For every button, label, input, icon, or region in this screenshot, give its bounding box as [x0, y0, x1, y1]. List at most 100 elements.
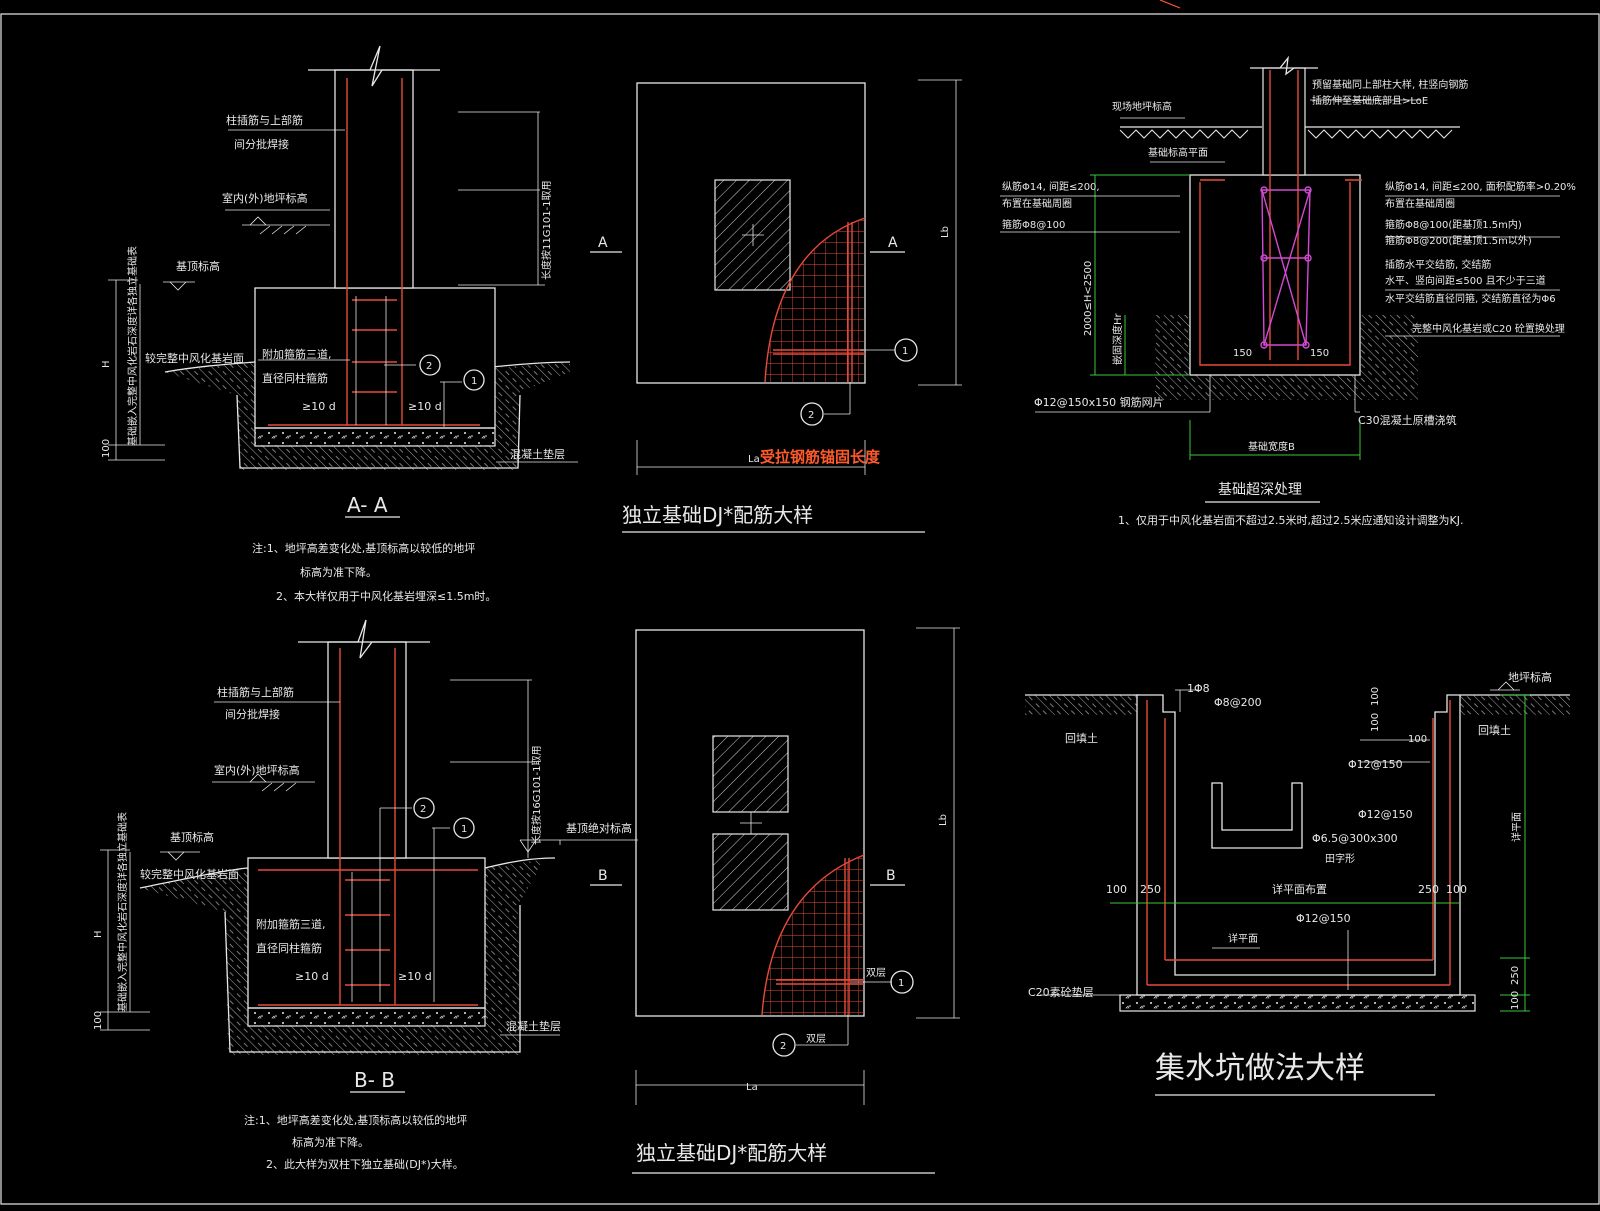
- deep-dim-150a: 150: [1233, 348, 1252, 359]
- plan-b: [590, 627, 960, 1174]
- aa-cushion: 混凝土垫层: [510, 447, 565, 461]
- plan-b-cut-right: B: [886, 868, 896, 884]
- deep-note-top-2: 插筋伸至基础底部且>LoE: [1312, 94, 1428, 107]
- plan-b-callout-2: 2: [780, 1041, 786, 1052]
- deep-ground-level: 现场地坪标高: [1112, 100, 1172, 113]
- aa-h-label: H: [101, 360, 112, 368]
- aa-rebar-note-2: 间分批焊接: [234, 137, 289, 151]
- pit-dim-bot-250: 250: [1510, 966, 1521, 985]
- aa-ten-d-2: ≥10 d: [408, 400, 442, 413]
- bb-h-label: H: [93, 930, 104, 938]
- pit-dim-bot-100: 100: [1510, 991, 1521, 1010]
- pit-floor-level: 地坪标高: [1508, 670, 1552, 684]
- aa-stirrup-1: 附加箍筋三道,: [262, 347, 332, 361]
- pit-dim-100b: 100: [1370, 687, 1381, 706]
- deep-left-1: 纵筋Φ14, 间距≤200,: [1002, 180, 1100, 193]
- pit-see-plan: 详平面: [1228, 932, 1258, 945]
- bb-title: B- B: [354, 1068, 395, 1092]
- aa-stirrup-2: 直径同柱箍筋: [262, 371, 328, 385]
- bb-top-level: 基顶标高: [170, 830, 214, 844]
- drawing-frame: [0, 13, 1600, 1205]
- aa-callout-2: 2: [426, 361, 432, 372]
- bb-anchor-length: 长度按16G101-1取用: [530, 745, 543, 845]
- deep-left-3: 箍筋Φ8@100: [1002, 218, 1065, 231]
- pit-title: 集水坑做法大样: [1155, 1051, 1365, 1086]
- plan-a-callout-2: 2: [808, 410, 814, 421]
- bb-ten-d-1: ≥10 d: [295, 970, 329, 983]
- bb-callout-2: 2: [420, 804, 426, 815]
- pit-backfill-left: 回填土: [1065, 731, 1098, 745]
- aa-top-level: 基顶标高: [176, 259, 220, 273]
- plan-a-title: 独立基础DJ*配筋大样: [622, 503, 813, 527]
- pit-dim-right-100: 100: [1446, 883, 1467, 896]
- deep-mesh: Φ12@150x150 钢筋网片: [1034, 395, 1164, 409]
- aa-callout-1: 1: [471, 376, 477, 387]
- bb-note-2: 2、此大样为双柱下独立基础(DJ*)大样。: [266, 1157, 464, 1171]
- deep-top-plane: 基础标高平面: [1148, 146, 1208, 159]
- pit-bar-5b: 田字形: [1325, 852, 1355, 865]
- plan-a-cut-right: A: [888, 235, 898, 251]
- section-aa: [108, 45, 578, 518]
- deep-right-5: 插筋水平交结筋, 交结筋: [1385, 258, 1491, 271]
- aa-note-1b: 标高为准下降。: [300, 565, 377, 579]
- deep-note: 1、仅用于中风化基岩面不超过2.5米时,超过2.5米应通知设计调整为KJ.: [1118, 513, 1463, 527]
- plan-a: [590, 79, 962, 533]
- pit-dim-left-250: 250: [1140, 883, 1161, 896]
- plan-b-callout-1: 1: [898, 978, 904, 989]
- deep-right-3: 箍筋Φ8@100(距基顶1.5m内): [1385, 218, 1522, 231]
- plan-b-dim-la: La: [746, 1082, 758, 1093]
- plan-b-dim-lb: Lb: [938, 814, 949, 826]
- deep-title: 基础超深处理: [1218, 481, 1302, 498]
- bb-note-1: 注:1、地坪高差变化处,基顶标高以较低的地坪: [244, 1113, 467, 1127]
- pit-bar-4: Φ12@150: [1358, 808, 1413, 821]
- aa-embed-note: 基础嵌入完整中风化岩石深度详各独立基础表: [126, 246, 139, 446]
- aa-floor-level: 室内(外)地坪标高: [222, 191, 308, 205]
- plan-b-double-2: 双层: [806, 1033, 826, 1045]
- plan-a-red-label: 受拉钢筋锚固长度: [760, 448, 881, 466]
- pit-dim-right-250: 250: [1418, 883, 1439, 896]
- aa-title: A- A: [347, 493, 388, 517]
- pit-dim-100a: 100: [1370, 713, 1381, 732]
- pit-plan-layout: 详平面布置: [1272, 882, 1327, 896]
- pit-dim-100c: 100: [1408, 734, 1427, 745]
- bb-rebar-note-1: 柱插筋与上部筋: [217, 685, 294, 699]
- deep-left-2: 布置在基础周圈: [1002, 197, 1072, 210]
- bb-rock-label: 较完整中风化基岩面: [140, 867, 239, 881]
- plan-a-dim-lb: Lb: [940, 226, 951, 238]
- sump-pit: [1025, 681, 1570, 1096]
- deep-width-b: 基础宽度B: [1248, 440, 1295, 453]
- pit-see-plan-v: 详平面: [1510, 812, 1523, 842]
- plan-a-callout-1: 1: [902, 346, 908, 357]
- aa-dim-100: 100: [101, 439, 112, 458]
- aa-anchor-length: 长度按11G101-1取用: [540, 180, 553, 280]
- pit-bar-3: Φ12@150: [1348, 758, 1403, 771]
- bb-dim-100: 100: [93, 1011, 104, 1030]
- bb-note-1b: 标高为准下降。: [292, 1135, 369, 1149]
- bb-ten-d-2: ≥10 d: [398, 970, 432, 983]
- pit-bar-5: Φ6.5@300x300: [1312, 832, 1398, 845]
- deep-dim-150b: 150: [1310, 348, 1329, 359]
- aa-rock-label: 较完整中风化基岩面: [145, 351, 244, 365]
- deep-dim-vertical: 2000≤H<2500: [1083, 261, 1094, 336]
- pit-bar-1: 1Φ8: [1187, 682, 1210, 695]
- pit-bar-2: Φ8@200: [1214, 696, 1262, 709]
- pit-cushion: C20素砼垫层: [1028, 985, 1094, 999]
- deep-right-6: 水平、竖向间距≤500 且不少于三道: [1385, 274, 1546, 287]
- deep-right-2: 布置在基础周圈: [1385, 197, 1455, 210]
- bb-floor-level: 室内(外)地坪标高: [214, 763, 300, 777]
- plan-b-title: 独立基础DJ*配筋大样: [636, 1141, 827, 1165]
- deep-right-8: 完整中风化基岩或C20 砼置换处理: [1412, 322, 1565, 335]
- aa-note-1: 注:1、地坪高差变化处,基顶标高以较低的地坪: [252, 541, 475, 555]
- deep-concrete: C30混凝土原槽浇筑: [1358, 413, 1457, 427]
- bb-cushion: 混凝土垫层: [506, 1019, 561, 1033]
- plan-a-dim-la: La: [748, 454, 760, 465]
- bb-rebar-note-2: 间分批焊接: [225, 707, 280, 721]
- bb-callout-1: 1: [461, 824, 467, 835]
- plan-b-double-1: 双层: [866, 967, 886, 979]
- bb-stirrup-1: 附加箍筋三道,: [256, 917, 326, 931]
- aa-rebar-note-1: 柱插筋与上部筋: [226, 113, 303, 127]
- deep-right-1: 纵筋Φ14, 间距≤200, 面积配筋率>0.20%: [1385, 180, 1576, 193]
- deep-right-7: 水平交结筋直径同箍, 交结筋直径为Φ6: [1385, 292, 1556, 305]
- deep-right-4: 箍筋Φ8@200(距基顶1.5m以外): [1385, 234, 1532, 247]
